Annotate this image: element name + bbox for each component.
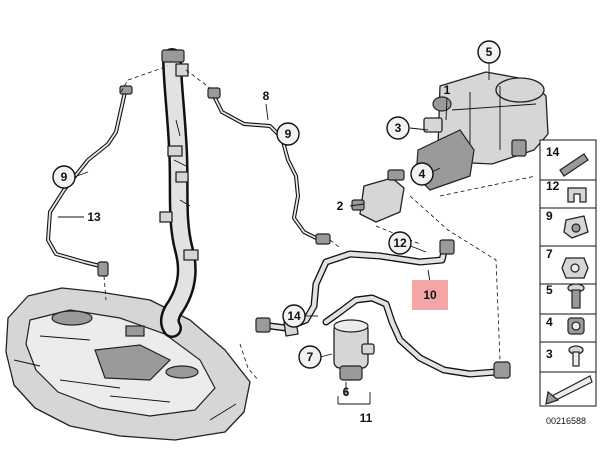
callout-9-middle: 9 <box>276 122 300 146</box>
svg-text:9: 9 <box>61 170 68 184</box>
callout-11: 11 <box>360 411 373 425</box>
vent-line-left <box>46 85 133 277</box>
callout-5: 5 <box>477 40 501 64</box>
legend-item-7: 7 <box>546 247 589 279</box>
svg-text:5: 5 <box>546 283 553 297</box>
callout-8: 8 <box>263 89 270 103</box>
carbon-canister <box>415 71 549 191</box>
callout-12: 12 <box>388 231 412 255</box>
legend-item-14: 14 <box>546 145 589 177</box>
svg-text:10: 10 <box>423 288 437 302</box>
svg-text:3: 3 <box>546 347 553 361</box>
callout-6: 6 <box>343 385 350 399</box>
svg-text:14: 14 <box>287 309 301 323</box>
svg-text:9: 9 <box>285 127 292 141</box>
svg-text:13: 13 <box>87 210 101 224</box>
legend-item-9: 9 <box>546 209 589 239</box>
svg-text:5: 5 <box>486 45 493 59</box>
legend-item-12: 12 <box>546 179 587 203</box>
fuel-tank <box>5 287 251 441</box>
reference-number: 00216588 <box>546 416 586 426</box>
svg-text:8: 8 <box>263 89 270 103</box>
svg-text:7: 7 <box>307 350 314 364</box>
legend-item-3: 3 <box>546 345 584 367</box>
callout-3: 3 <box>386 116 410 140</box>
svg-text:14: 14 <box>546 145 560 159</box>
svg-text:4: 4 <box>546 315 553 329</box>
callout-10-highlighted: 10 <box>412 280 448 310</box>
svg-text:7: 7 <box>546 247 553 261</box>
svg-text:1: 1 <box>444 83 451 97</box>
filler-neck <box>159 48 199 338</box>
svg-text:12: 12 <box>546 179 560 193</box>
svg-text:4: 4 <box>419 167 426 181</box>
callout-9-left: 9 <box>52 165 76 189</box>
legend-item-5: 5 <box>546 283 585 309</box>
callout-14: 14 <box>282 304 306 328</box>
dashed-guides <box>103 65 537 381</box>
parts-legend: 14 12 9 7 5 4 <box>539 139 597 407</box>
svg-text:2: 2 <box>337 199 344 213</box>
callout-4: 4 <box>410 162 434 186</box>
callout-7: 7 <box>298 345 322 369</box>
svg-text:9: 9 <box>546 209 553 223</box>
vent-line-middle <box>207 87 331 245</box>
svg-text:12: 12 <box>393 236 407 250</box>
callout-1: 1 <box>444 83 451 97</box>
purge-valve <box>351 169 405 223</box>
fuel-filter <box>333 319 375 381</box>
legend-item-4: 4 <box>546 315 585 335</box>
callout-2: 2 <box>337 199 344 213</box>
svg-text:6: 6 <box>343 385 350 399</box>
legend-arrow-icon <box>545 375 593 405</box>
svg-text:3: 3 <box>395 121 402 135</box>
callout-13: 13 <box>87 210 101 224</box>
svg-text:11: 11 <box>360 411 373 425</box>
